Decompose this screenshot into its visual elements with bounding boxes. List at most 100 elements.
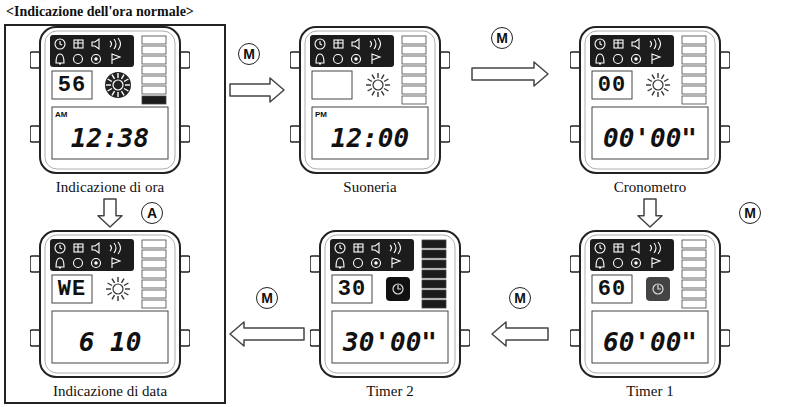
watch-mode-box: 6060'00"Timer 1 (570, 230, 730, 400)
mode-caption: Timer 2 (366, 383, 413, 400)
text-slot: 00'00" (592, 119, 708, 157)
icon-strip (330, 239, 414, 271)
sound-icon (650, 242, 661, 254)
speaker-icon (92, 243, 99, 253)
watch-button (720, 126, 730, 142)
icon-strip (590, 35, 674, 67)
flag-icon (652, 54, 660, 64)
button-label-slot: M (490, 26, 514, 50)
level-bar (422, 240, 446, 248)
watch-button (460, 256, 470, 272)
bell-icon (596, 258, 604, 268)
dial-ray (648, 79, 652, 82)
watch-button (720, 256, 730, 272)
level-bar (682, 300, 706, 308)
speaker-icon (632, 243, 639, 253)
calendar-grid (334, 40, 343, 48)
main-display (312, 107, 428, 159)
watch-button (290, 126, 300, 142)
lcd-am-pm: PM (315, 110, 327, 119)
mode-arrow (472, 62, 548, 86)
level-bar (682, 96, 706, 104)
text-slot: Indicazione di ora (30, 178, 190, 196)
flag-icon (112, 54, 120, 64)
speaker-icon (352, 39, 359, 49)
dial-hand (658, 285, 661, 289)
text-slot: Timer 1 (570, 382, 730, 400)
sound-icon (390, 242, 401, 254)
dial-ray (664, 89, 668, 92)
timer-icon (92, 259, 101, 268)
dial-ray (368, 89, 372, 92)
dial-ray (108, 89, 112, 92)
button-letter: M (256, 287, 278, 309)
level-bar (402, 96, 426, 104)
level-bar (142, 250, 166, 258)
level-bar (682, 46, 706, 54)
watch-mode-box: 3030'00"Timer 2 (310, 230, 470, 400)
level-bar (422, 300, 446, 308)
level-bar (142, 290, 166, 298)
flag-icon (392, 258, 400, 268)
speaker-icon (632, 39, 639, 49)
mode-icons (595, 242, 661, 268)
lcd-small-digits: WE (58, 277, 86, 302)
small-display (332, 275, 372, 303)
stopwatch-icon (74, 259, 83, 268)
lcd-small-digits: 56 (58, 73, 86, 98)
button-label-slot: M (237, 42, 261, 66)
dial-center (653, 80, 663, 90)
dial-center (113, 284, 123, 294)
dial-ray (657, 73, 658, 78)
level-bar (142, 46, 166, 54)
dial-ray (122, 279, 125, 283)
mode-icons (55, 242, 121, 268)
dial-ray (124, 293, 128, 296)
button-label-slot: M (738, 201, 762, 225)
lcd-am-pm: AM (55, 110, 67, 119)
dial-ray (112, 75, 115, 79)
dial-ray (366, 84, 371, 85)
clock-icon (55, 39, 65, 49)
mode-icons (595, 38, 661, 64)
dial-hand (398, 285, 401, 289)
lcd-main-digits: 6 10 (79, 327, 142, 357)
dial-ray (106, 288, 111, 289)
text-slot: 6 10 (52, 323, 168, 361)
text-slot: AM (55, 109, 79, 120)
bell-icon (56, 54, 64, 64)
small-display (52, 275, 92, 303)
level-bar (682, 240, 706, 248)
dial-ray (125, 288, 130, 289)
calendar-grid (74, 40, 83, 48)
watch-button (30, 256, 40, 272)
watch-case (580, 231, 720, 377)
main-display (592, 311, 708, 363)
watch-button (460, 330, 470, 346)
text-slot: 30'00" (332, 323, 448, 361)
level-bar (682, 86, 706, 94)
level-bar (402, 76, 426, 84)
watch-mode-box: 56AM12:38Indicazione di ora (30, 26, 190, 196)
text-slot: 60 (592, 276, 632, 302)
calendar-icon (74, 40, 83, 48)
dial-ray (377, 73, 378, 78)
button-letter: A (141, 202, 163, 224)
dial-ray (124, 79, 128, 82)
watch-button (310, 256, 320, 272)
icon-strip (50, 35, 134, 67)
mode-icons (335, 242, 401, 268)
text-slot: PM (315, 109, 339, 120)
dial-ray (382, 91, 385, 95)
bell-icon (56, 258, 64, 268)
text-slot: Cronometro (570, 178, 730, 196)
calendar-icon (74, 244, 83, 252)
level-bar (142, 96, 166, 104)
bell-icon (316, 54, 324, 64)
level-bar (682, 250, 706, 258)
dial-disc (105, 72, 131, 98)
clock-hands (60, 41, 62, 45)
dial-ray (385, 84, 390, 85)
level-bar (142, 76, 166, 84)
